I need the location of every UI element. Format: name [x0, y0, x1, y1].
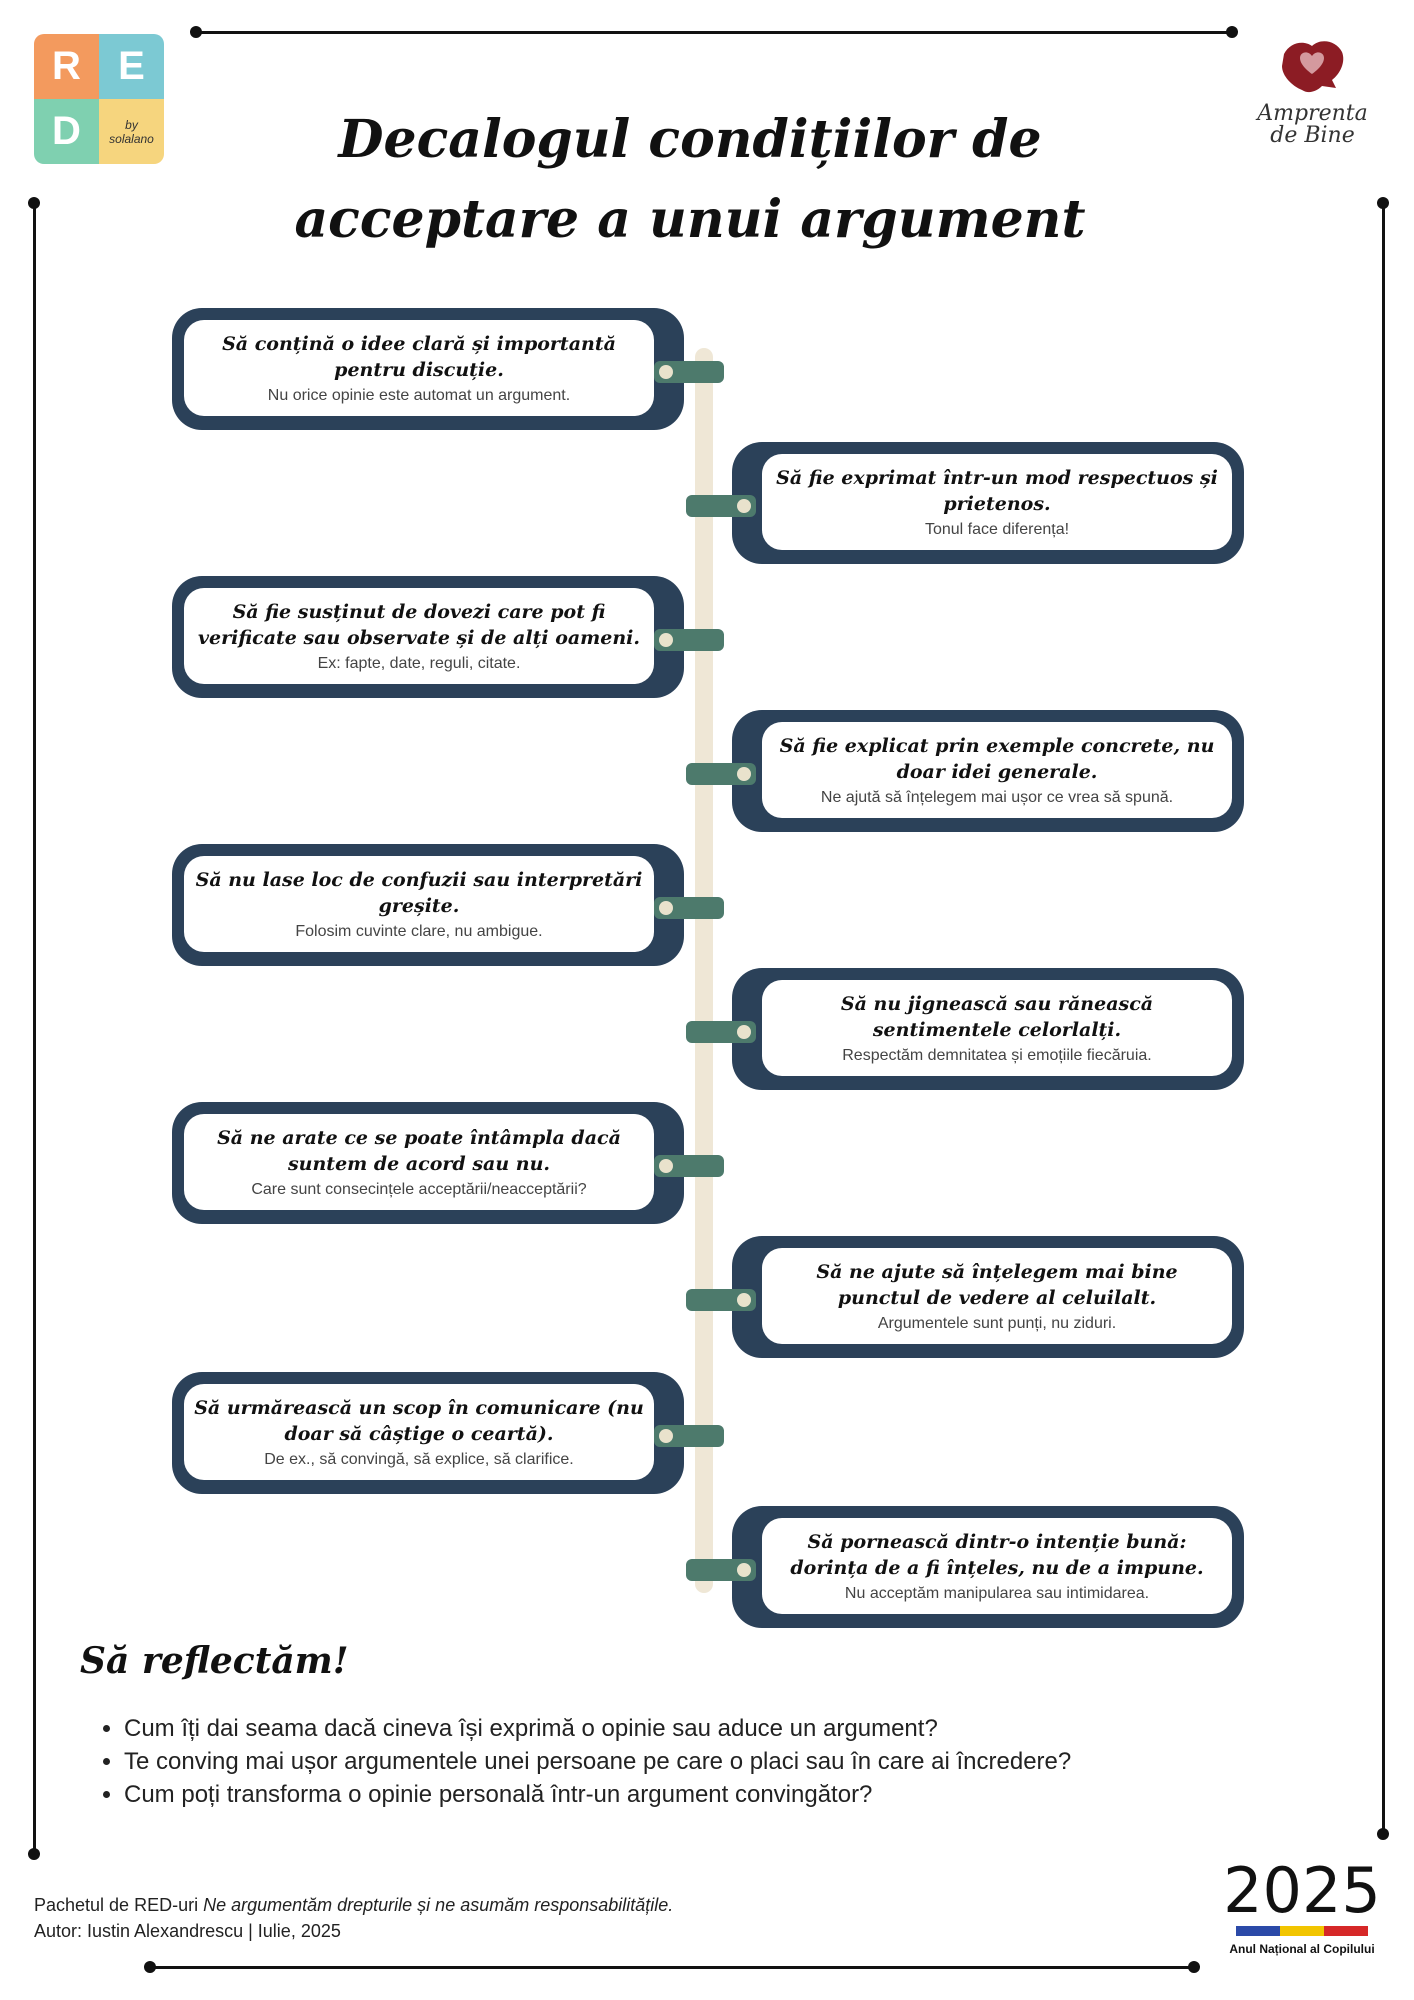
- condition-title: Să ne arate ce se poate întâmpla dacă su…: [217, 1127, 621, 1175]
- reflect-question: Te conving mai ușor argumentele unei per…: [124, 1745, 1071, 1778]
- condition-title: Să ne ajute să înțelegem mai bine punctu…: [816, 1261, 1178, 1309]
- condition-note: Ex: fapte, date, reguli, citate.: [317, 655, 521, 672]
- logo-letter-r: R: [34, 34, 99, 99]
- logo-letter-d: D: [34, 99, 99, 164]
- footer-prefix: Pachetul de RED-uri: [34, 1895, 204, 1915]
- year-text: 2025: [1223, 1854, 1381, 1927]
- connector-dot: [737, 1025, 751, 1039]
- condition-note: Care sunt consecințele acceptării/neacce…: [251, 1181, 587, 1198]
- connector: [686, 1289, 756, 1311]
- footer-author: Autor: Iustin Alexandrescu | Iulie, 2025: [34, 1921, 341, 1941]
- connector: [686, 1021, 756, 1043]
- flag-yellow: [1280, 1926, 1324, 1936]
- condition-card-9: Să urmărească un scop în comunicare (nu …: [172, 1372, 684, 1494]
- connector: [686, 1559, 756, 1581]
- condition-title: Să conțină o idee clară și importantă pe…: [222, 333, 616, 381]
- connector-dot: [737, 1563, 751, 1577]
- connector: [654, 897, 724, 919]
- romania-heart-map-icon: [1281, 41, 1343, 93]
- connector-dot: [659, 365, 673, 379]
- reflect-question: Cum îți dai seama dacă cineva își exprim…: [124, 1712, 1071, 1745]
- frame-top-line: [196, 31, 1232, 34]
- connector-dot: [737, 499, 751, 513]
- page-title: Decalogul condițiilor de acceptare a unu…: [294, 109, 1086, 250]
- connector: [686, 763, 756, 785]
- amprenta-de-bine-logo: Amprenta de Bine: [1240, 36, 1385, 156]
- amprenta-line2: de Bine: [1270, 123, 1355, 148]
- flag-blue: [1236, 1926, 1280, 1936]
- condition-title: Să fie explicat prin exemple concrete, n…: [779, 735, 1215, 783]
- condition-note: De ex., să convingă, să explice, să clar…: [264, 1451, 574, 1468]
- frame-left-line: [33, 203, 36, 1853]
- footer-credits: Pachetul de RED-uri Ne argumentăm dreptu…: [34, 1892, 673, 1944]
- connector: [654, 1155, 724, 1177]
- amprenta-line1: Amprenta: [1257, 101, 1368, 126]
- reflect-question-list: Cum îți dai seama dacă cineva își exprim…: [100, 1712, 1071, 1811]
- reflect-question: Cum poți transforma o opinie personală î…: [124, 1778, 1071, 1811]
- connector-dot: [659, 1159, 673, 1173]
- anul-copilului-logo: 2025 Anul Național al Copilului: [1222, 1856, 1382, 1966]
- condition-card-8: Să ne ajute să înțelegem mai bine punctu…: [732, 1236, 1244, 1358]
- connector-dot: [737, 1293, 751, 1307]
- footer-package-line: Pachetul de RED-uri Ne argumentăm dreptu…: [34, 1892, 673, 1918]
- condition-note: Nu acceptăm manipularea sau intimidarea.: [844, 1585, 1150, 1602]
- connector-dot: [659, 901, 673, 915]
- condition-card-7: Să ne arate ce se poate întâmpla dacă su…: [172, 1102, 684, 1224]
- condition-note: Argumentele sunt punți, nu ziduri.: [877, 1315, 1117, 1332]
- logo-letter-e: E: [99, 34, 164, 99]
- condition-title: Să urmărească un scop în comunicare (nu …: [194, 1397, 644, 1445]
- logo-byline: by solalano: [99, 99, 164, 164]
- connector: [654, 1425, 724, 1447]
- connector-dot: [737, 767, 751, 781]
- frame-dot: [144, 1961, 156, 1973]
- condition-title: Să fie exprimat într-un mod respectuos ș…: [776, 467, 1218, 515]
- condition-card-6: Să nu jignească sau rănească sentimentel…: [732, 968, 1244, 1090]
- condition-title: Să fie susținut de dovezi care pot fi ve…: [197, 601, 641, 649]
- condition-card-5: Să nu lase loc de confuzii sau interpret…: [172, 844, 684, 966]
- frame-dot: [1226, 26, 1238, 38]
- flag-red: [1324, 1926, 1368, 1936]
- frame-dot: [28, 1848, 40, 1860]
- condition-title: Să nu jignească sau rănească sentimentel…: [840, 993, 1154, 1041]
- condition-note: Respectăm demnitatea și emoțiile fiecăru…: [842, 1047, 1152, 1064]
- frame-right-line: [1382, 203, 1385, 1833]
- connector: [654, 629, 724, 651]
- condition-note: Tonul face diferența!: [924, 521, 1070, 538]
- condition-title: Să pornească dintr-o intenție bună: dori…: [790, 1531, 1204, 1579]
- red-logo: R E D by solalano: [34, 34, 164, 164]
- frame-dot: [190, 26, 202, 38]
- logo-byline-name: solalano: [109, 131, 154, 146]
- connector-dot: [659, 1429, 673, 1443]
- year-caption: Anul Național al Copilului: [1229, 1942, 1375, 1956]
- frame-dot: [28, 197, 40, 209]
- condition-note: Ne ajută să înțelegem mai ușor ce vrea s…: [820, 789, 1174, 806]
- footer-package-title: Ne argumentăm drepturile și ne asumăm re…: [203, 1895, 674, 1915]
- connector: [686, 495, 756, 517]
- connector-dot: [659, 633, 673, 647]
- timeline-spine: [695, 348, 713, 1593]
- condition-title: Să nu lase loc de confuzii sau interpret…: [195, 869, 643, 917]
- logo-byline-by: by: [125, 117, 138, 132]
- romania-flag-stripe: [1236, 1926, 1368, 1936]
- frame-dot: [1377, 1828, 1389, 1840]
- frame-bottom-line: [150, 1966, 1194, 1969]
- condition-note: Nu orice opinie este automat un argument…: [267, 387, 571, 404]
- condition-card-10: Să pornească dintr-o intenție bună: dori…: [732, 1506, 1244, 1628]
- connector: [654, 361, 724, 383]
- condition-card-2: Să fie exprimat într-un mod respectuos ș…: [732, 442, 1244, 564]
- reflect-heading: Să reflectăm!: [80, 1640, 349, 1682]
- frame-dot: [1188, 1961, 1200, 1973]
- condition-card-3: Să fie susținut de dovezi care pot fi ve…: [172, 576, 684, 698]
- frame-dot: [1377, 197, 1389, 209]
- condition-card-1: Să conțină o idee clară și importantă pe…: [172, 308, 684, 430]
- condition-note: Folosim cuvinte clare, nu ambigue.: [295, 923, 543, 940]
- condition-card-4: Să fie explicat prin exemple concrete, n…: [732, 710, 1244, 832]
